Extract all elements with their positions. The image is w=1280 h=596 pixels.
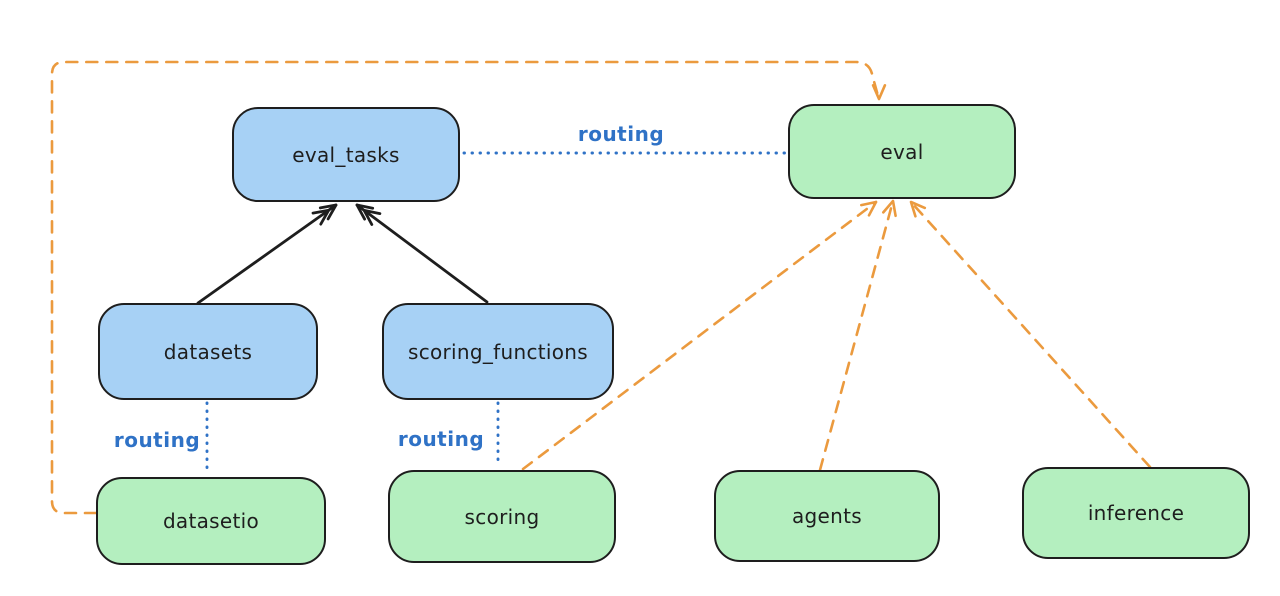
arrowhead-scoringfunctions-to-evaltasks-2 bbox=[362, 209, 382, 226]
edge-agents-to-eval-dashed bbox=[818, 199, 895, 472]
node-inference: inference bbox=[1022, 467, 1250, 559]
edge-inference-to-eval-dashed bbox=[909, 200, 1152, 469]
arrowhead-scoringfunctions-to-evaltasks bbox=[355, 203, 375, 221]
edge-scoringfunctions-to-evaltasks-arrow bbox=[355, 203, 489, 304]
routing-label-scoringfunctions-scoring: routing bbox=[397, 427, 485, 451]
arrowhead-agents-to-eval bbox=[882, 199, 897, 218]
arrowhead-inference-to-eval bbox=[909, 200, 927, 218]
node-scoring-functions: scoring_functions bbox=[382, 303, 614, 400]
node-eval-tasks: eval_tasks bbox=[232, 107, 460, 202]
arrowhead-datasetio-to-eval bbox=[871, 84, 887, 101]
edge-scoring-to-eval-dashed bbox=[521, 200, 878, 471]
node-agents: agents bbox=[714, 470, 940, 562]
routing-label-datasets-datasetio: routing bbox=[113, 428, 201, 452]
node-datasets: datasets bbox=[98, 303, 318, 400]
node-eval: eval bbox=[788, 104, 1016, 199]
node-scoring: scoring bbox=[388, 470, 616, 563]
node-datasetio: datasetio bbox=[96, 477, 326, 565]
routing-label-evaltasks-eval: routing bbox=[577, 122, 665, 146]
arrowhead-scoring-to-eval bbox=[860, 200, 878, 217]
arrowhead-datasets-to-evaltasks-2 bbox=[311, 208, 331, 226]
edge-datasetio-to-eval-dashed bbox=[50, 60, 879, 515]
edge-datasets-to-evaltasks-arrow bbox=[196, 203, 338, 305]
arrowhead-datasets-to-evaltasks bbox=[318, 203, 338, 221]
